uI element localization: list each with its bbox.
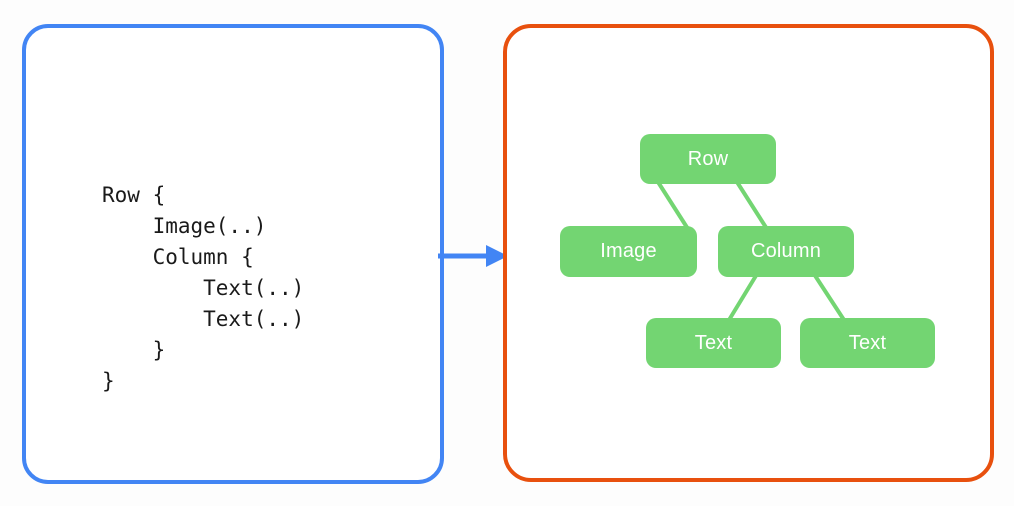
tree-node-image[interactable]: Image: [560, 226, 697, 277]
tree-node-row[interactable]: Row: [640, 134, 776, 184]
tree-node-label: Text: [694, 331, 733, 354]
tree-node-label: Text: [848, 331, 887, 354]
code-snippet: Row { Image(..) Column { Text(..) Text(.…: [102, 183, 305, 393]
tree-node-label: Column: [750, 240, 822, 262]
arrow-right-icon: [438, 245, 508, 267]
tree-node-text-1[interactable]: Text: [646, 318, 781, 368]
code-panel: Row { Image(..) Column { Text(..) Text(.…: [22, 24, 444, 484]
tree-node-label: Image: [600, 240, 657, 262]
tree-node-text-2[interactable]: Text: [800, 318, 935, 368]
tree-node-column[interactable]: Column: [718, 226, 854, 277]
tree-node-label: Row: [687, 147, 729, 170]
